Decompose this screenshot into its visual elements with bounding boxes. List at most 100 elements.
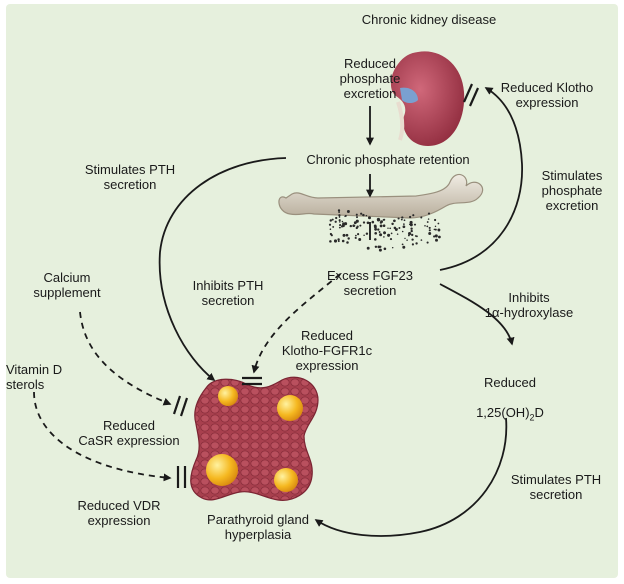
bone-porosity-dot xyxy=(330,234,333,237)
block-bar-klotho-fgfr1c xyxy=(242,376,262,386)
bone-porosity-dot xyxy=(426,225,429,228)
bone-porosity-dot xyxy=(428,226,431,229)
bone-porosity-dot xyxy=(358,238,362,241)
bone-porosity-dot xyxy=(365,232,369,235)
bone-porosity-dot xyxy=(414,235,417,237)
bone-porosity-dot xyxy=(329,228,332,230)
bone-porosity-dot xyxy=(379,245,382,248)
bone-porosity-dot xyxy=(366,246,370,250)
bone-porosity-dot xyxy=(402,245,406,249)
arrow-vitamin-d-to-parathyroid-dashed xyxy=(33,391,172,482)
bone-porosity-dot xyxy=(368,216,371,220)
bone-porosity-dot xyxy=(335,216,338,220)
bone-porosity-dot xyxy=(424,225,426,227)
bone-porosity-dot xyxy=(366,221,370,225)
diagram-background xyxy=(6,4,618,578)
bone-porosity-dot xyxy=(408,223,411,226)
bone-porosity-dot xyxy=(359,224,362,227)
bone-porosity-dot xyxy=(411,238,414,241)
label-reduced-125ohd-prefix: Reduced xyxy=(483,375,537,390)
label-calcium-supplement: Calcium supplement xyxy=(33,270,101,300)
parathyroid-gland-icon xyxy=(190,376,319,501)
bone-porosity-dot xyxy=(378,231,381,233)
bone-porosity-dot xyxy=(340,225,344,228)
bone-porosity-dot xyxy=(437,222,440,225)
arrow-fgf23-to-parathyroid-dashed xyxy=(251,273,341,374)
bone-porosity-dot xyxy=(377,228,380,231)
label-reduced-vdr-expression: Reduced VDR expression xyxy=(77,498,161,528)
bone-porosity-dot xyxy=(408,232,412,236)
bone-porosity-dot xyxy=(426,221,429,223)
arrow-calcium-to-parathyroid-dashed xyxy=(79,311,172,406)
bone-porosity-dot xyxy=(435,238,438,242)
bone-porosity-dot xyxy=(347,237,350,240)
bone-icon xyxy=(278,173,484,219)
label-125ohd-suffix: D xyxy=(534,405,544,420)
bone-porosity-dot xyxy=(374,238,377,241)
label-reduced-125ohd: Reduced 1,25(OH)2D xyxy=(450,360,570,426)
bone-porosity-dot xyxy=(374,227,378,231)
bone-porosity-dot xyxy=(377,245,381,249)
bone-porosity-dot xyxy=(383,231,386,235)
bone-porosity-dot xyxy=(374,231,378,235)
label-reduced-klotho-expression: Reduced Klotho expression xyxy=(500,80,594,110)
bone-porosity-dot xyxy=(387,227,389,229)
bone-porosity-dot xyxy=(401,216,404,219)
bone-porosity-dot xyxy=(428,232,432,235)
bone-porosity-dot xyxy=(434,218,437,222)
bone-porosity-dot xyxy=(390,232,393,235)
bone-porosity-dot xyxy=(410,227,413,230)
bone-porosity-dot xyxy=(396,233,399,235)
bone-porosity-dot xyxy=(401,243,404,246)
bone-porosity-dot xyxy=(415,242,418,245)
bone-porosity-dot xyxy=(391,246,394,249)
bone-porosity-dot xyxy=(434,225,437,228)
bone-porosity-dot xyxy=(365,214,368,217)
bone-porosity-dot xyxy=(400,218,403,221)
bone-porosity-dot xyxy=(360,212,363,215)
label-reduced-casr-expression: Reduced CaSR expression xyxy=(78,418,180,448)
bone-porosity-dot xyxy=(334,220,337,223)
bone-porosity-dot xyxy=(382,224,386,227)
arrow-retention-to-parathyroid xyxy=(158,157,287,381)
bone-porosity-dot xyxy=(337,240,340,243)
bone-porosity-dot xyxy=(339,221,341,223)
bone-porosity-dot xyxy=(382,218,385,221)
bone-porosity-dot xyxy=(341,220,344,223)
bone-porosity-dot xyxy=(354,221,357,224)
bone-porosity-dot xyxy=(345,233,349,237)
bone-porosity-dot xyxy=(379,233,383,237)
kidney-icon xyxy=(390,51,465,146)
bone-porosity-dot xyxy=(353,225,356,227)
bone-porosity-dot xyxy=(374,245,378,249)
label-reduced-phosphate-excretion: Reduced phosphate excretion xyxy=(339,56,401,101)
label-excess-fgf23: Excess FGF23 secretion xyxy=(327,268,413,298)
label-vitamin-d-sterols: Vitamin D sterols xyxy=(6,362,63,392)
bone-porosity-dot xyxy=(337,238,340,241)
bone-porosity-dot xyxy=(362,221,366,224)
bone-porosity-dot xyxy=(427,218,430,220)
bone-porosity-dot xyxy=(338,219,341,222)
bone-porosity-dot xyxy=(357,233,360,236)
bone-porosity-dots xyxy=(328,209,441,252)
bone-porosity-dot xyxy=(371,220,375,224)
bone-porosity-dot xyxy=(420,239,423,241)
bone-porosity-dot xyxy=(403,219,406,222)
bone-porosity-dot xyxy=(426,241,429,244)
bone-porosity-dot xyxy=(338,211,340,213)
bone-porosity-dot xyxy=(383,247,387,251)
arrow-fgf23-to-reduced-125ohd xyxy=(439,283,515,346)
bone-porosity-dot xyxy=(433,228,436,231)
bone-porosity-dot xyxy=(410,229,413,233)
bone-porosity-dot xyxy=(355,213,358,216)
bone-porosity-dot xyxy=(342,233,346,237)
bone-porosity-dot xyxy=(332,225,335,228)
bone-porosity-dot xyxy=(356,225,359,228)
bone-porosity-dot xyxy=(427,212,431,215)
bone-porosity-dot xyxy=(329,240,332,243)
bone-porosity-dot xyxy=(346,210,350,213)
label-reduced-klotho-fgfr1c: Reduced Klotho-FGFR1c expression xyxy=(281,328,373,373)
bone-porosity-dot xyxy=(406,239,408,241)
bone-porosity-dot xyxy=(409,220,413,224)
